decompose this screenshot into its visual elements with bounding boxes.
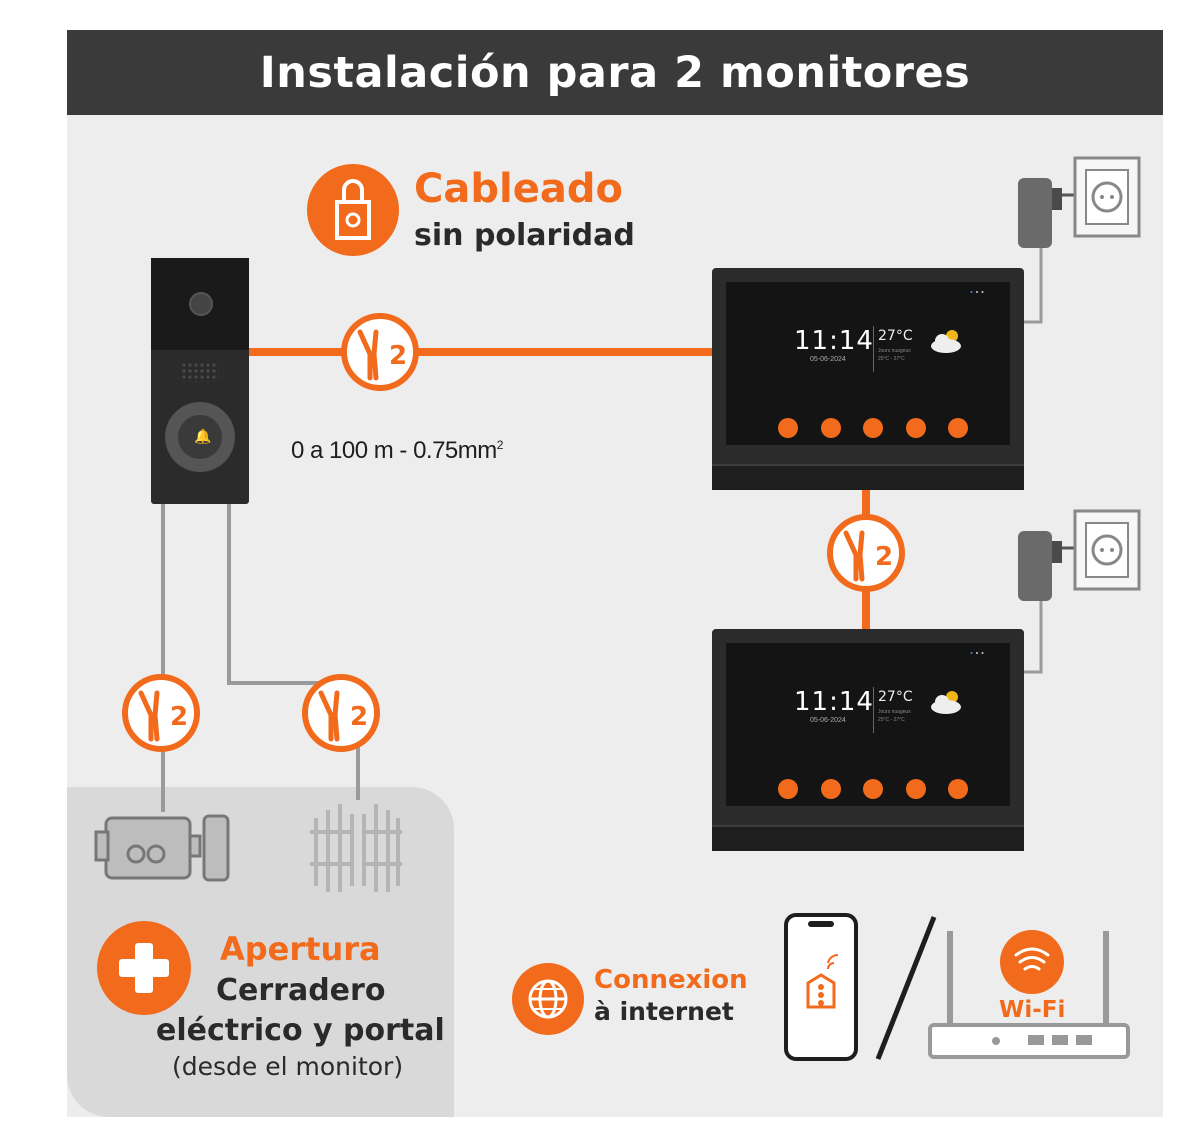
monitor-mute-button[interactable] xyxy=(863,418,883,438)
monitor-screen: 11:14 05-06-2024 27°C Jours nuageux 25°C… xyxy=(726,643,1010,806)
cloud-icon xyxy=(931,330,961,353)
monitor-screen: 11:14 05-06-2024 27°C Jours nuageux 25°C… xyxy=(726,282,1010,445)
temperature-display: 27°C xyxy=(878,328,913,344)
clock-display: 11:14 xyxy=(794,687,874,717)
power-adapter-icon xyxy=(1018,156,1141,248)
svg-text:2: 2 xyxy=(875,542,893,572)
svg-text:2: 2 xyxy=(170,702,188,732)
date-display: 05-06-2024 xyxy=(810,356,846,363)
plus-icon xyxy=(97,921,191,1015)
cableado-subtitle: sin polaridad xyxy=(414,218,635,253)
monitor-call-button[interactable] xyxy=(778,779,798,799)
wire-pair-icon: 2 xyxy=(341,313,419,391)
monitor-mute-button[interactable] xyxy=(863,779,883,799)
monitor-unlock-button[interactable] xyxy=(905,779,926,799)
clock-display: 11:14 xyxy=(794,326,874,356)
apertura-title: Apertura xyxy=(220,930,381,968)
monitor-intercom-button[interactable] xyxy=(820,779,841,799)
wifi-icon xyxy=(1000,930,1064,994)
apertura-line2: eléctrico y portal xyxy=(156,1013,445,1048)
gate-icon xyxy=(310,804,402,892)
cloud-icon xyxy=(931,691,961,714)
date-display: 05-06-2024 xyxy=(810,717,846,724)
power-cord-1 xyxy=(1022,245,1043,324)
internet-line2: à internet xyxy=(594,997,734,1026)
smartphone-icon xyxy=(784,913,858,1061)
svg-text:2: 2 xyxy=(350,702,368,732)
monitor-power-button[interactable] xyxy=(948,779,968,799)
bell-icon: 🔔 xyxy=(194,428,212,444)
wire-pair-icon: 2 xyxy=(827,514,905,592)
electric-lock-icon xyxy=(94,814,230,882)
padlock-icon xyxy=(307,164,399,256)
monitor-unlock-button[interactable] xyxy=(905,418,926,438)
apertura-line3: (desde el monitor) xyxy=(172,1052,404,1081)
power-cord-2 xyxy=(1022,600,1043,674)
call-button[interactable]: 🔔 xyxy=(165,402,235,472)
cable-distance-label: 0 a 100 m - 0.75mm2 xyxy=(291,437,503,464)
separator-slash xyxy=(875,916,937,1060)
globe-icon xyxy=(512,963,584,1035)
power-adapter-icon xyxy=(1018,509,1141,601)
monitor-call-button[interactable] xyxy=(778,418,798,438)
wire-pair-icon: 2 xyxy=(302,674,380,752)
page-title: Instalación para 2 monitores xyxy=(67,30,1163,115)
router-icon xyxy=(928,931,1130,1059)
monitor-1: 11:14 05-06-2024 27°C Jours nuageux 25°C… xyxy=(712,268,1024,490)
temperature-display: 27°C xyxy=(878,689,913,705)
doorbell-unit: 🔔 xyxy=(151,258,249,504)
wifi-label: Wi-Fi xyxy=(999,997,1066,1023)
internet-line1: Connexion xyxy=(594,965,748,995)
gate-wire xyxy=(227,502,360,800)
monitor-power-button[interactable] xyxy=(948,418,968,438)
apertura-line1: Cerradero xyxy=(216,973,386,1008)
wire-pair-icon: 2 xyxy=(122,674,200,752)
speaker-grille xyxy=(181,362,219,382)
wire-count-label: 2 xyxy=(389,341,407,371)
camera-icon xyxy=(189,292,213,316)
cableado-title: Cableado xyxy=(414,166,623,212)
monitor-2: 11:14 05-06-2024 27°C Jours nuageux 25°C… xyxy=(712,629,1024,851)
monitor-intercom-button[interactable] xyxy=(820,418,841,438)
